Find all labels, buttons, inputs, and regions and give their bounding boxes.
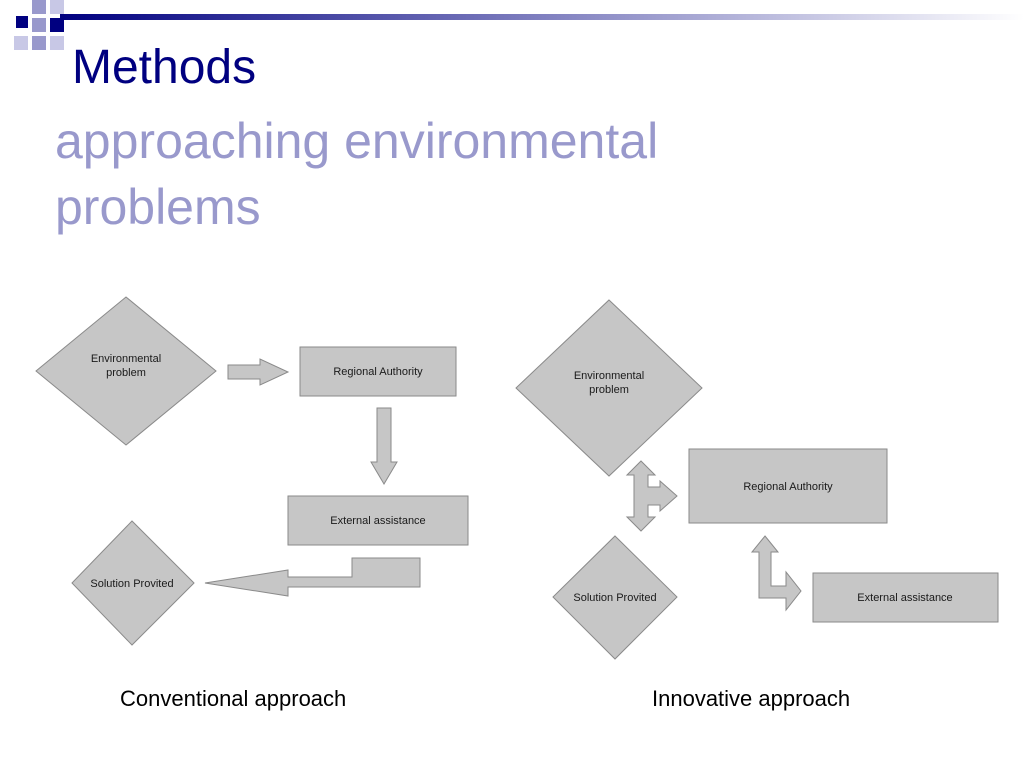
innovative-env-problem-label-1: Environmental — [574, 370, 644, 382]
innovative-caption: Innovative approach — [652, 686, 851, 711]
conventional-arrow-return — [204, 557, 421, 597]
innovative-external-assistance-box — [812, 572, 999, 623]
deco-square — [14, 36, 28, 50]
innovative-solution-label: Solution Provited — [573, 592, 656, 604]
conventional-external-assistance-box — [287, 495, 469, 546]
innovative-env-problem-diamond — [515, 299, 703, 477]
innovative-bent-arrow — [750, 535, 802, 612]
header-gradient-bar — [60, 14, 1024, 20]
conventional-regional-authority-box — [299, 346, 457, 397]
deco-square — [50, 0, 64, 14]
conventional-env-problem-diamond — [35, 296, 217, 446]
innovative-three-way-arrow — [625, 460, 678, 532]
deco-square — [32, 0, 46, 14]
conventional-env-problem-label-2: problem — [106, 367, 146, 379]
innovative-regional-authority-label: Regional Authority — [743, 481, 833, 493]
conventional-diagram: Environmental problem Regional Authority… — [35, 296, 469, 646]
deco-square — [32, 18, 46, 32]
conventional-arrow-right — [227, 358, 290, 386]
conventional-regional-authority-label: Regional Authority — [333, 366, 423, 378]
conventional-solution-diamond — [71, 520, 195, 646]
innovative-regional-authority-box — [688, 448, 888, 524]
deco-square — [50, 36, 64, 50]
deco-square — [50, 18, 64, 32]
slide-title: Methods — [72, 41, 257, 94]
deco-square — [32, 36, 46, 50]
deco-square — [16, 16, 28, 28]
slide-subtitle: approaching environmental problems — [55, 113, 659, 235]
innovative-diagram: Environmental problem Regional Authority… — [515, 299, 999, 660]
innovative-solution-diamond — [552, 535, 678, 660]
header-decoration — [14, 0, 1024, 50]
conventional-solution-label: Solution Provited — [90, 578, 173, 590]
innovative-env-problem-label-2: problem — [589, 384, 629, 396]
conventional-caption: Conventional approach — [120, 686, 347, 711]
innovative-external-assistance-label: External assistance — [857, 592, 952, 604]
conventional-arrow-down — [370, 407, 398, 485]
conventional-env-problem-label-1: Environmental — [91, 353, 161, 365]
conventional-external-assistance-label: External assistance — [330, 515, 425, 527]
